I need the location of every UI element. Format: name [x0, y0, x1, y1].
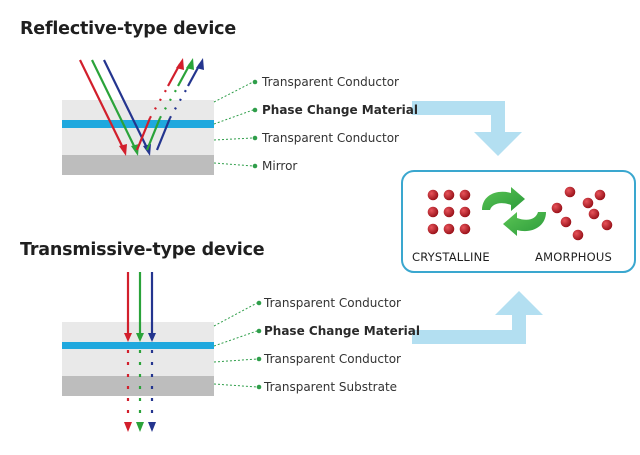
leader-line-reflective-2 — [213, 109, 254, 125]
transmitted-green-arrowhead-upper — [136, 333, 144, 342]
transmitted-green-arrowhead-lower — [136, 422, 144, 432]
leader-dot-transmissive-2 — [256, 328, 262, 334]
leader-dot-reflective-4 — [252, 163, 258, 169]
incident-green-arrowhead — [131, 144, 139, 156]
amorphous-atom — [551, 202, 563, 214]
transmitted-blue-arrowhead-upper — [148, 333, 156, 342]
incident-red-beam — [79, 59, 125, 151]
reflective-reflected-beams — [135, 58, 204, 151]
amorphous-atom — [594, 189, 606, 201]
reflected-red-beam-lower — [135, 117, 152, 151]
reflected-blue-arrowhead — [196, 58, 204, 70]
amorphous-atom — [560, 216, 572, 228]
transmissive-device-stack — [62, 322, 214, 396]
reflective-layer-label-2: Phase Change Material — [262, 103, 418, 117]
reflective-device-title: Reflective-type device — [20, 19, 237, 39]
transmitted-red-arrowhead-lower — [124, 422, 132, 432]
crystalline-atom — [443, 189, 455, 201]
reflective-layer-label-4: Mirror — [262, 159, 298, 173]
transmissive-layer-label-2: Phase Change Material — [264, 324, 420, 338]
incident-red-arrowhead — [119, 144, 127, 156]
crystalline-atom — [459, 206, 471, 218]
incident-blue-beam — [103, 59, 149, 151]
reflective-layer-label-1: Transparent Conductor — [262, 75, 399, 89]
transmissive-device-title: Transmissive-type device — [20, 240, 265, 260]
transmissive-phase-change-layer — [62, 342, 214, 349]
flow-arrow-bottom — [412, 291, 543, 344]
leader-dot-transmissive-4 — [256, 384, 262, 390]
reflective-phase-change-layer — [62, 120, 214, 128]
leader-line-reflective-4 — [213, 162, 254, 167]
crystalline-atom — [427, 189, 439, 201]
leader-line-transmissive-4 — [213, 383, 258, 388]
reflective-device-stack — [62, 100, 214, 175]
transmissive-conductor-bottom — [62, 349, 214, 376]
leader-line-reflective-3 — [213, 137, 254, 141]
crystalline-label: CRYSTALLINE — [412, 250, 490, 264]
transmissive-layer-label-1: Transparent Conductor — [264, 296, 401, 310]
incident-green-beam — [91, 59, 137, 151]
transmissive-leader-lines — [213, 302, 258, 388]
reflective-conductor-top — [62, 100, 214, 120]
reflective-leader-dots — [252, 79, 258, 169]
cycle-arrow-bottom-icon — [503, 212, 546, 236]
reflective-mirror-layer — [62, 155, 214, 175]
transmissive-substrate-layer — [62, 376, 214, 396]
reflected-green-beam-lower — [145, 117, 162, 151]
transmissive-leader-dots — [256, 300, 262, 390]
crystalline-atom — [443, 223, 455, 235]
crystalline-atom — [427, 206, 439, 218]
reflected-red-arrowhead — [176, 58, 184, 70]
leader-line-transmissive-3 — [213, 358, 258, 363]
transmissive-conductor-top — [62, 322, 214, 342]
crystalline-atom — [459, 223, 471, 235]
transmitted-blue-arrowhead-lower — [148, 422, 156, 432]
amorphous-atom — [564, 186, 576, 198]
crystalline-atom — [427, 223, 439, 235]
leader-dot-reflective-2 — [252, 107, 258, 113]
leader-dot-reflective-3 — [252, 135, 258, 141]
leader-dot-transmissive-1 — [256, 300, 262, 306]
reflective-layer-label-3: Transparent Conductor — [262, 131, 399, 145]
flow-arrow-top — [412, 101, 522, 156]
amorphous-atom — [601, 219, 613, 231]
transmitted-red-arrowhead-upper — [124, 333, 132, 342]
leader-line-transmissive-1 — [213, 302, 258, 327]
leader-line-transmissive-2 — [213, 330, 258, 347]
amorphous-label: AMORPHOUS — [535, 250, 612, 264]
amorphous-atom — [572, 229, 584, 241]
leader-dot-reflective-1 — [252, 79, 258, 85]
crystalline-atoms — [427, 189, 471, 235]
reflected-blue-beam-lower — [155, 117, 172, 151]
transmissive-layer-label-3: Transparent Conductor — [264, 352, 401, 366]
reflective-leader-lines — [213, 81, 254, 167]
crystalline-atom — [459, 189, 471, 201]
phase-cycle-icon — [482, 187, 546, 236]
crystalline-atom — [443, 206, 455, 218]
amorphous-atom — [588, 208, 600, 220]
transmissive-beams — [124, 272, 156, 432]
leader-line-reflective-1 — [213, 81, 254, 103]
reflected-green-arrowhead — [186, 58, 194, 70]
amorphous-atom — [582, 197, 594, 209]
transmissive-layer-label-4: Transparent Substrate — [264, 380, 398, 394]
leader-dot-transmissive-3 — [256, 356, 262, 362]
cycle-arrow-top-icon — [482, 187, 525, 211]
amorphous-atoms — [551, 186, 613, 241]
